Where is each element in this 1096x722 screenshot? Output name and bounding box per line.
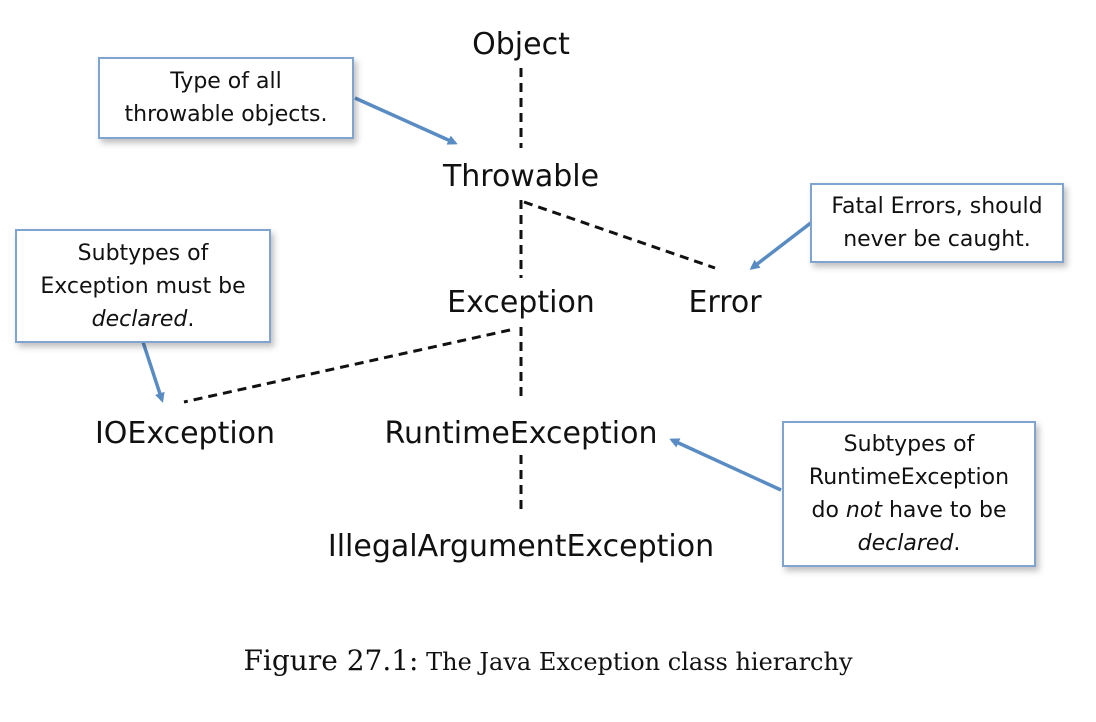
node-runtimeexception: RuntimeException <box>385 416 658 451</box>
node-illegalargumentexception: IllegalArgumentException <box>328 529 714 564</box>
runtime-note-period: . <box>953 531 961 556</box>
throwable-note-line1: Type of all <box>170 69 282 94</box>
runtime-note-emphasis: declared <box>857 531 954 556</box>
edge-exception-ioexception <box>183 328 511 404</box>
figure-label: Figure 27.1: <box>243 644 419 677</box>
runtime-note-not: not <box>845 498 882 523</box>
error-note-arrow <box>749 220 814 270</box>
exception-note-line2: Exception must be <box>40 273 246 299</box>
exception-note-line1: Subtypes of <box>77 240 209 266</box>
error-note-line2: never be caught. <box>843 227 1031 252</box>
error-note-line1: Fatal Errors, should <box>831 194 1043 219</box>
figure-caption-text: The Java Exception class hierarchy <box>426 648 853 676</box>
figure-caption: Figure 27.1: The Java Exception class hi… <box>0 644 1096 677</box>
runtime-note-arrow <box>669 438 782 492</box>
runtime-note-line3: do not have to be <box>812 494 1007 527</box>
runtime-note-line3-end: have to be <box>881 498 1007 523</box>
exception-note-emphasis: declared <box>91 306 188 332</box>
node-ioexception: IOException <box>95 416 275 451</box>
edge-throwable-error <box>523 200 716 270</box>
runtime-note-line1: Subtypes of <box>843 432 975 457</box>
node-object: Object <box>472 27 570 62</box>
node-error: Error <box>688 285 762 320</box>
node-throwable: Throwable <box>442 159 599 194</box>
throwable-note-line2: throwable objects. <box>124 102 328 127</box>
runtime-note-line2: RuntimeException <box>808 465 1010 490</box>
exception-note-line3: declared. <box>92 303 195 336</box>
runtime-note-line4: declared. <box>858 527 961 560</box>
exception-note-period: . <box>187 306 195 332</box>
runtime-note-line3-start: do <box>811 498 846 523</box>
error-note: Fatal Errors, should never be caught. <box>810 183 1064 263</box>
throwable-note: Type of all throwable objects. <box>98 57 354 139</box>
node-exception: Exception <box>447 285 595 320</box>
throwable-note-arrow <box>354 96 458 145</box>
exception-note-arrow <box>141 341 165 403</box>
runtime-note: Subtypes of RuntimeException do not have… <box>782 421 1036 567</box>
exception-note: Subtypes of Exception must be declared. <box>15 229 271 343</box>
